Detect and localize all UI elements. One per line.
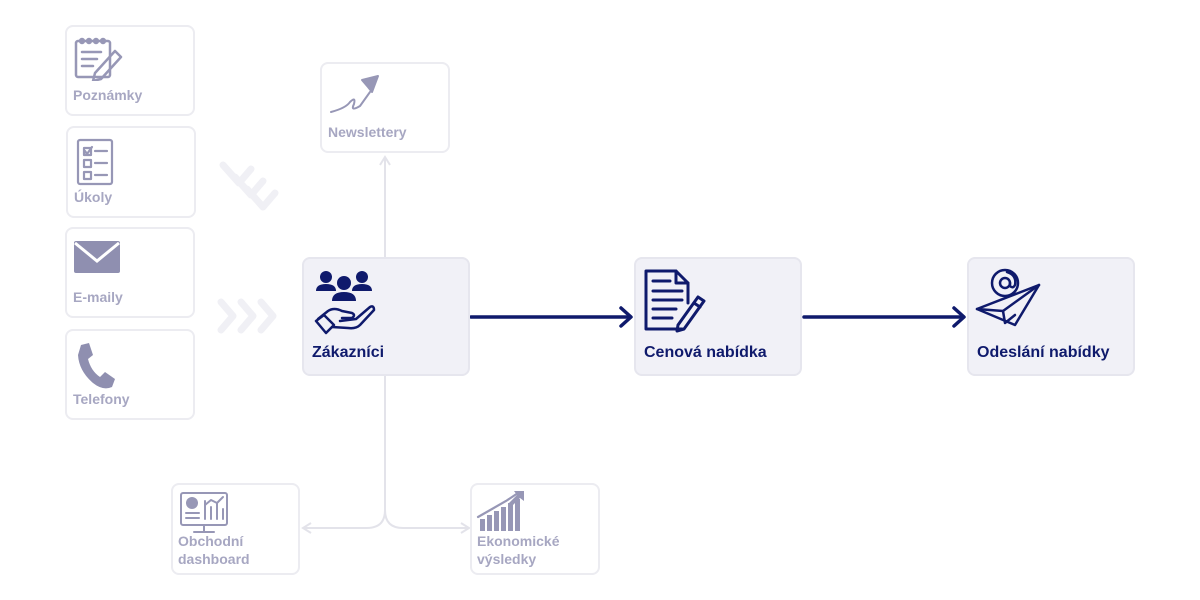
- label-odeslani-nabidky: Odeslání nabídky: [977, 344, 1110, 361]
- card-emaily[interactable]: E-maily: [65, 227, 195, 318]
- card-zakaznici[interactable]: Zákazníci: [302, 257, 470, 376]
- card-newslettery[interactable]: Newslettery: [320, 62, 450, 153]
- arrowhead-vysledky: [460, 522, 471, 534]
- customers-hand-icon: [314, 271, 376, 335]
- branch-lines: [301, 155, 471, 534]
- label-obchodni-line2: dashboard: [178, 551, 250, 567]
- label-obchodni-line1: Obchodní: [178, 533, 244, 549]
- checklist-icon: [76, 138, 114, 186]
- phone-icon: [78, 343, 115, 389]
- line-to-dashboard: [304, 376, 386, 529]
- label-telefony: Telefony: [73, 391, 130, 407]
- arrowhead-odeslani: [952, 306, 966, 328]
- label-ukoly: Úkoly: [74, 189, 113, 205]
- label-newslettery: Newslettery: [328, 124, 407, 140]
- envelope-icon: [74, 241, 120, 273]
- label-ekonomicke-line2: výsledky: [477, 551, 537, 567]
- dashboard-monitor-icon: [180, 492, 228, 533]
- line-to-vysledky: [384, 509, 468, 529]
- label-emaily: E-maily: [73, 289, 123, 305]
- chevrons-diagonal-icon: [219, 161, 279, 211]
- card-poznamky[interactable]: Poznámky: [65, 25, 195, 116]
- label-obchodni-dashboard: Obchodní dashboard: [178, 532, 250, 568]
- label-cenova-nabidka: Cenová nabídka: [644, 344, 767, 361]
- email-paper-plane-icon: [975, 268, 1041, 327]
- growth-chart-icon: [476, 491, 524, 531]
- card-cenova-nabidka[interactable]: Cenová nabídka: [634, 257, 802, 376]
- label-poznamky: Poznámky: [73, 87, 143, 103]
- label-ekonomicke-vysledky: Ekonomické výsledky: [477, 532, 559, 568]
- card-odeslani-nabidky[interactable]: Odeslání nabídky: [967, 257, 1135, 376]
- card-obchodni-dashboard[interactable]: Obchodní dashboard: [171, 483, 300, 575]
- notepad-icon: [74, 37, 123, 81]
- label-ekonomicke-line1: Ekonomické: [477, 533, 560, 549]
- label-zakaznici: Zákazníci: [312, 344, 385, 361]
- chevrons-right-icon: [217, 298, 277, 334]
- main-arrows: [469, 306, 966, 328]
- card-ukoly[interactable]: Úkoly: [66, 126, 196, 218]
- card-telefony[interactable]: Telefony: [65, 329, 195, 420]
- arrowhead-dashboard: [301, 522, 312, 534]
- arrowhead-newslettery: [379, 155, 391, 166]
- paper-plane-icon: [330, 75, 379, 113]
- arrowhead-cenova: [619, 306, 633, 328]
- document-pen-icon: [644, 269, 706, 333]
- card-ekonomicke-vysledky[interactable]: Ekonomické výsledky: [470, 483, 600, 575]
